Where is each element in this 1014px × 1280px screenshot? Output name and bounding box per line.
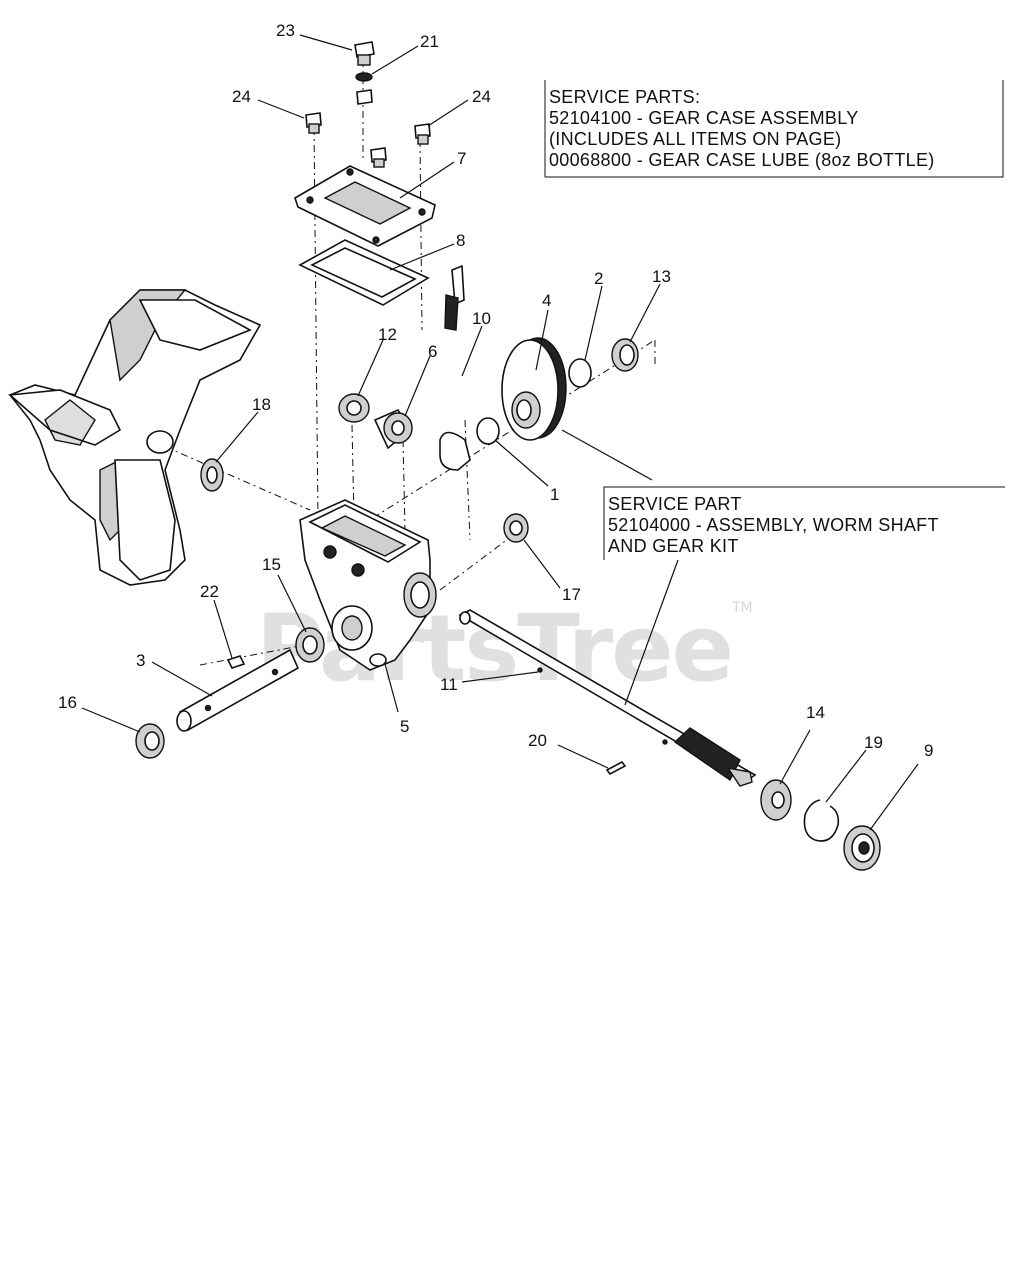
service-parts-box: SERVICE PARTS: 52104100 - GEAR CASE ASSE…: [544, 80, 1004, 178]
gear-case-cover: [294, 165, 436, 247]
bolt-24-right: [414, 123, 431, 145]
callout-5: 5: [400, 717, 409, 736]
pin-20: [605, 760, 627, 776]
watermark-trademark: TM: [731, 600, 753, 616]
service-parts-line-1: SERVICE PARTS:: [549, 87, 700, 107]
washer-2: [568, 358, 592, 388]
bearing-14: [760, 779, 792, 821]
service-part-box: SERVICE PART 52104000 - ASSEMBLY, WORM S…: [603, 486, 1005, 560]
callout-17: 17: [562, 585, 581, 604]
spacer-6: [373, 408, 413, 450]
seal-17: [503, 513, 529, 543]
callout-1: 1: [550, 485, 559, 504]
callout-15: 15: [262, 555, 281, 574]
callout-19: 19: [864, 733, 883, 752]
callout-23: 23: [276, 21, 295, 40]
callout-21: 21: [420, 32, 439, 51]
callout-2: 2: [594, 269, 603, 288]
callout-10: 10: [472, 309, 491, 328]
gasket: [298, 239, 430, 306]
callout-4: 4: [542, 291, 551, 310]
callout-22: 22: [200, 582, 219, 601]
callout-numbers: 23 21 24 24 7 8 10 4 2 13 12 6 18 1 17 1…: [58, 21, 933, 760]
key-clip: [439, 264, 471, 471]
gear-case: [299, 499, 437, 671]
service-parts-line-2: 52104100 - GEAR CASE ASSEMBLY: [549, 108, 859, 128]
callout-16: 16: [58, 693, 77, 712]
ring-1: [476, 417, 500, 445]
seal-18: [200, 458, 224, 492]
bolt-24-left: [305, 112, 322, 134]
callout-6: 6: [428, 342, 437, 361]
bushing-15: [295, 627, 325, 663]
end-cap-9: [843, 825, 881, 871]
service-parts-line-4: 00068800 - GEAR CASE LUBE (8oz BOTTLE): [549, 150, 935, 170]
bolt-center: [370, 147, 387, 168]
bolt-upper: [356, 89, 373, 105]
bushing-12: [338, 393, 370, 423]
service-part-line-2: 52104000 - ASSEMBLY, WORM SHAFT: [608, 515, 939, 535]
callout-14: 14: [806, 703, 825, 722]
bearing-13: [611, 338, 639, 372]
bushing-16: [135, 723, 165, 759]
impeller-shaft: [176, 648, 300, 732]
worm-shaft: [458, 609, 757, 787]
callout-11: 11: [440, 675, 458, 694]
callout-7: 7: [457, 149, 466, 168]
washer-21: [355, 72, 373, 82]
callout-12: 12: [378, 325, 397, 344]
leader-lines: [81, 34, 919, 831]
callout-18: 18: [252, 395, 271, 414]
snap-ring-19: [803, 799, 840, 842]
callout-8-gasket: 8: [456, 231, 465, 250]
service-part-line-3: AND GEAR KIT: [608, 536, 739, 556]
service-parts-line-3: (INCLUDES ALL ITEMS ON PAGE): [549, 129, 841, 149]
callout-24-right: 24: [472, 87, 491, 106]
callout-13: 13: [652, 267, 671, 286]
callout-3: 3: [136, 651, 145, 670]
callout-9: 9: [924, 741, 933, 760]
bolt-23: [354, 41, 375, 66]
key-22: [226, 655, 246, 669]
chute-housing: [8, 289, 262, 586]
callout-24-left: 24: [232, 87, 251, 106]
worm-gear: [501, 337, 567, 441]
service-part-line-1: SERVICE PART: [608, 494, 742, 514]
callout-20: 20: [528, 731, 547, 750]
